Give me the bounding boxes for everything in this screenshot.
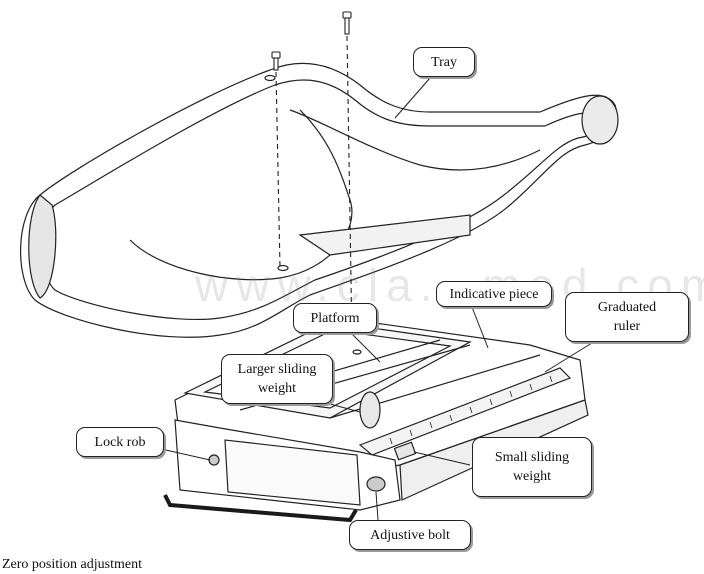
- indicative-piece-label: Indicative piece: [436, 281, 552, 307]
- indicative-piece-label-text: Indicative piece: [449, 286, 539, 302]
- small-sliding-weight-label-line2: weight: [512, 469, 552, 484]
- tray-drawing: [20, 62, 619, 338]
- platform-label-text: Platform: [310, 310, 360, 326]
- figure-caption: Zero position adjustment: [2, 557, 142, 572]
- tray-screws: [271, 11, 353, 341]
- lock-rob-label: Lock rob: [76, 427, 164, 457]
- adjustive-bolt-label: Adjustive bolt: [349, 520, 471, 550]
- graduated-ruler-label-line1: Graduated: [597, 300, 657, 315]
- graduated-ruler-label: Graduated ruler: [565, 292, 689, 342]
- tray-label-text: Tray: [431, 54, 457, 70]
- small-sliding-weight-label: Small sliding weight: [472, 437, 592, 497]
- lock-rob-label-text: Lock rob: [94, 434, 146, 450]
- small-sliding-weight-label-line1: Small sliding: [494, 450, 570, 465]
- platform-label: Platform: [293, 303, 377, 333]
- adjustive-bolt-label-text: Adjustive bolt: [370, 527, 450, 543]
- larger-sliding-weight-label: Larger sliding weight: [221, 354, 333, 404]
- tray-label: Tray: [413, 47, 475, 77]
- larger-sliding-weight-label-line2: weight: [257, 381, 297, 396]
- larger-sliding-weight-label-line1: Larger sliding: [237, 362, 317, 377]
- graduated-ruler-label-line2: ruler: [613, 319, 641, 334]
